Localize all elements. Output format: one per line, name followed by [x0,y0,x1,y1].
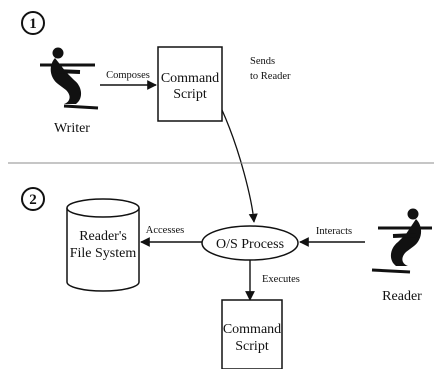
command-script-bottom: Command Script [221,299,283,369]
svg-text:2: 2 [29,192,37,208]
step-two-badge: 2 [21,187,45,211]
step-one-badge: 1 [21,11,45,35]
writer-label: Writer [54,121,90,136]
os-process-node: O/S Process [201,225,299,261]
interacts-label: Interacts [316,226,352,237]
svg-text:Script: Script [173,87,207,102]
executes-label: Executes [262,274,300,285]
sends-arrow [221,109,258,223]
svg-text:Command: Command [223,322,281,337]
svg-text:File System: File System [70,246,137,261]
file-system-cylinder: Reader's File System [66,198,140,292]
writer-icon [40,47,99,110]
reader-icon [371,208,432,274]
command-script-top: Command Script [157,46,223,122]
accesses-label: Accesses [146,225,184,236]
svg-text:1: 1 [29,16,37,32]
sends-label-line2: to Reader [250,71,291,82]
svg-text:Reader's: Reader's [79,229,127,244]
reader-label: Reader [382,289,422,304]
svg-text:Command: Command [161,71,219,86]
svg-text:Script: Script [235,339,269,354]
svg-text:O/S Process: O/S Process [216,237,284,252]
sends-label-line1: Sends [250,56,275,67]
composes-label: Composes [106,70,150,81]
